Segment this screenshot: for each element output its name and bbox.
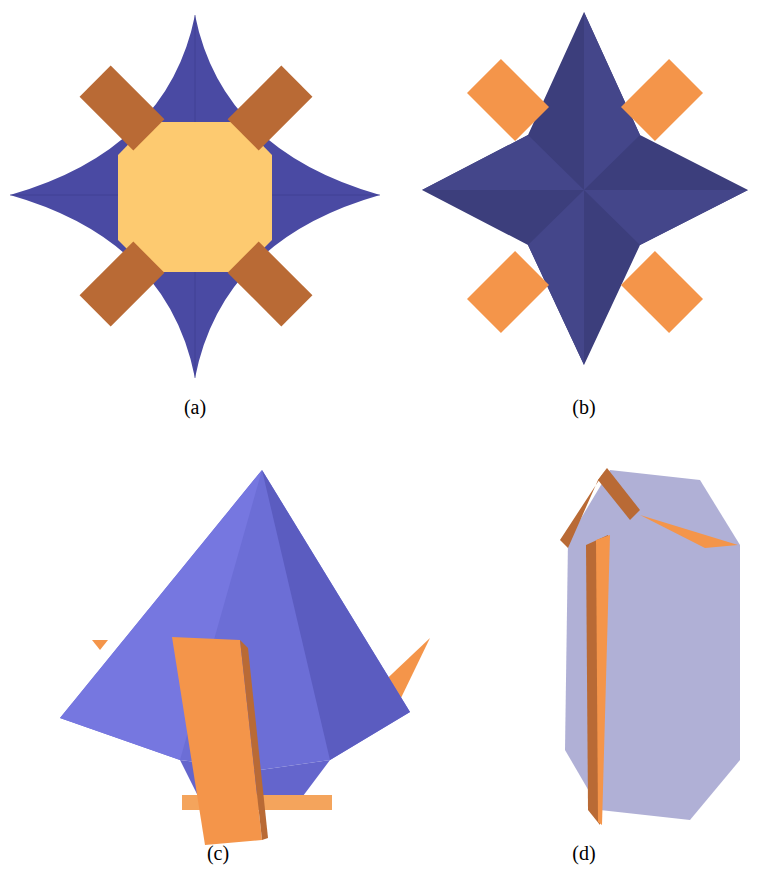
panel-a-figure — [10, 15, 380, 378]
panel-label: (c) — [207, 842, 229, 865]
panel-c-figure — [60, 470, 430, 845]
panel-d-figure — [560, 468, 740, 825]
panel-label: (a) — [184, 396, 206, 419]
panel-label: (b) — [572, 396, 595, 419]
panel-label: (d) — [572, 842, 595, 865]
panel-b-figure — [422, 12, 748, 365]
